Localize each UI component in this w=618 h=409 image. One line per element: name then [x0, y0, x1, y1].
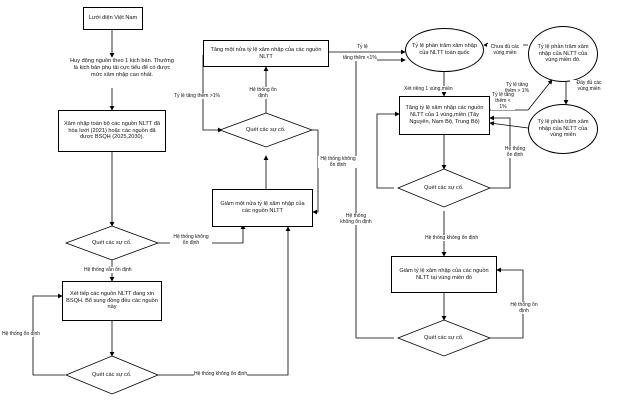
- label-stable-right: Hệ thống ổn định: [503, 146, 527, 158]
- consider-text: Xét tiếp các nguồn NLTT đang xin BSQH. B…: [66, 290, 158, 311]
- increase-half-node: Tăng một nửa tỷ lệ xâm nhập của các nguồ…: [203, 40, 329, 67]
- pct-region2-node: Tỷ lệ phần trăm xâm nhập của NLTT của vù…: [528, 104, 598, 154]
- penetrate-all-text: Xâm nhập toàn bộ các nguồn NLTT đã hòa l…: [64, 120, 160, 141]
- label-unstable-bottom: Hệ thống không ổn định: [194, 371, 248, 377]
- decrease-half-text: Giảm một nửa tỷ lệ xâm nhập của các nguồ…: [220, 201, 305, 214]
- decision3-shape: [218, 112, 314, 148]
- mobilize-node: Huy động nguồn theo 1 kịch bản. Thường l…: [68, 58, 176, 79]
- arrow-decision3-decrease: [312, 129, 319, 215]
- arrow-decision5-national: [355, 57, 406, 339]
- start-node: Lưới điện Việt Nam: [83, 7, 143, 30]
- decrease-region-text: Giảm tỷ lệ xâm nhập của các nguồn NLTT t…: [399, 267, 489, 281]
- pct-region2-text: Tỷ lệ phần trăm xâm nhập của NLTT của vù…: [537, 118, 589, 139]
- increase-region-node: Tăng tỷ lệ xâm nhập các nguồn NLTT của 1…: [399, 96, 490, 135]
- label-stable: Hệ thống vẫn ổn định: [84, 267, 132, 273]
- label-unstable-right2: Hệ thống không ổn định: [425, 235, 479, 241]
- decision5-label: Quét các sự cố.: [424, 335, 464, 341]
- decision4-shape: [396, 168, 492, 208]
- pct-national-node: Tỷ lệ phần trăm xâm nhập của NLTT toàn q…: [405, 28, 484, 72]
- consider-node: Xét tiếp các nguồn NLTT đang xin BSQH. B…: [62, 281, 162, 321]
- decision3-label: Quét các sự cố.: [246, 127, 286, 133]
- increase-half-text: Tăng một nửa tỷ lệ xâm nhập của các nguồ…: [210, 46, 322, 60]
- decision4-label: Quét các sự cố.: [424, 185, 464, 191]
- decision1-label: Quét các sự cố.: [92, 240, 132, 246]
- arrow-increase-decision3: [202, 55, 223, 133]
- decision1-shape: [64, 225, 160, 261]
- decrease-half-node: Giảm một nửa tỷ lệ xâm nhập của các nguồ…: [212, 189, 313, 227]
- penetrate-all-node: Xâm nhập toàn bộ các nguồn NLTT đã hòa l…: [58, 110, 166, 152]
- arrow-decision4-increase: [376, 111, 400, 189]
- pct-national-text: Tỷ lệ phần trăm xâm nhập của NLTT toàn q…: [412, 43, 477, 56]
- arrow-decision2-decrease: [158, 226, 291, 376]
- label-not-enough: Chưa đủ các vùng,miền: [487, 44, 523, 56]
- label-unstable1: Hệ thống không ổn định: [170, 234, 212, 246]
- label-stable-mid: Hệ thống ổn định: [246, 87, 280, 99]
- label-unstable-right: Hệ thống không ổn định: [340, 213, 372, 225]
- label-stable-left: Hệ thống ổn định: [2, 331, 41, 337]
- label-ratio-increase-2: tăng thêm <1%: [343, 55, 377, 61]
- label-ratio-increase-3: Tỷ lệ tăng thêm > 1%: [504, 82, 530, 94]
- mobilize-text: Huy động nguồn theo 1 kịch bản. Thường l…: [70, 58, 174, 78]
- decision2-shape: [64, 355, 160, 395]
- label-ratio: Tỷ lệ: [357, 44, 368, 50]
- increase-region-text: Tăng tỷ lệ xâm nhập các nguồn NLTT của 1…: [405, 105, 484, 125]
- label-consider-one: Xét riêng 1 vùng,miền: [404, 86, 453, 92]
- decrease-region-node: Giảm tỷ lệ xâm nhập của các nguồn NLTT t…: [391, 256, 497, 293]
- start-text: Lưới điện Việt Nam: [88, 15, 138, 21]
- label-ratio-increase-1: Tỷ lệ tăng thêm >1%: [174, 93, 220, 99]
- decision2-label: Quét các sự cố.: [92, 372, 132, 378]
- pct-region1-text: Tỷ lệ phần trăm xâm nhập của NLTT của vù…: [537, 43, 589, 64]
- arrow-increase-region1: [490, 79, 553, 111]
- decision5-shape: [396, 319, 492, 357]
- label-stable-right2: Hệ thống ổn định: [508, 302, 540, 314]
- label-unstable-mid: Hệ thống không ổn định: [318, 156, 358, 168]
- label-ratio-increase-4: Tỷ lệ tăng thêm < 1%: [491, 92, 515, 110]
- pct-region1-node: Tỷ lệ phần trăm xâm nhập của NLTT của vù…: [528, 26, 598, 82]
- label-enough: Đầy đủ các vùng,miền: [570, 80, 608, 92]
- arrow-region2-increase: [489, 121, 529, 129]
